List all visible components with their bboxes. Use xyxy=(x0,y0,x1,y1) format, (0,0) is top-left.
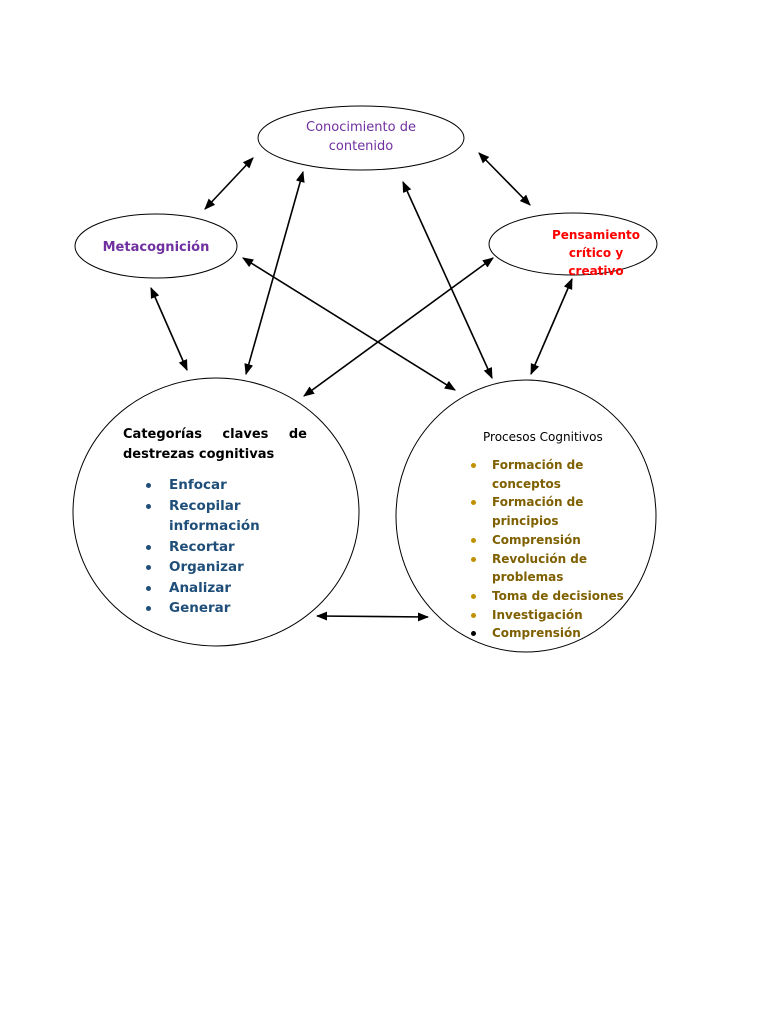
arrow-categorias-procesos xyxy=(315,611,430,622)
list-item: Comprensión xyxy=(466,531,646,550)
metacognicion-ellipse xyxy=(74,213,238,279)
list-item: Analizar xyxy=(123,578,307,599)
list-item: Formación de conceptos xyxy=(466,456,646,493)
categorias-circle xyxy=(72,377,360,647)
arrow-metacognicion-procesos xyxy=(242,257,456,391)
list-item: Recopilar información xyxy=(123,496,307,537)
arrow-conocimiento-pensamiento xyxy=(478,152,531,206)
categorias-list: Enfocar Recopilar información Recortar O… xyxy=(123,475,307,619)
arrow-pensamiento-procesos xyxy=(530,277,573,376)
conocimiento-label: Conocimiento de contenido xyxy=(306,120,416,154)
list-item: Toma de decisiones xyxy=(466,587,646,606)
categorias-heading: Categorías claves de destrezas cognitiva… xyxy=(123,427,307,462)
arrow-conocimiento-categorias xyxy=(244,170,305,376)
list-item: Investigación xyxy=(466,606,646,625)
list-item: Enfocar xyxy=(123,475,307,496)
procesos-heading: Procesos Cognitivos xyxy=(483,430,603,444)
pensamiento-label: Pensamiento crítico y creativo xyxy=(552,228,640,278)
procesos-box: Procesos Cognitivos Formación de concept… xyxy=(466,427,646,643)
arrow-conocimiento-procesos xyxy=(402,180,493,380)
arrow-pensamiento-categorias xyxy=(303,257,494,397)
conocimiento-ellipse xyxy=(257,105,465,171)
list-item: Revolución de problemas xyxy=(466,550,588,587)
list-item: Generar xyxy=(123,598,307,619)
arrow-metacognicion-categorias xyxy=(150,286,188,372)
list-item: Comprensión xyxy=(466,624,646,643)
arrow-conocimiento-metacognicion xyxy=(204,157,254,210)
list-item: Formación de principios xyxy=(466,493,646,530)
metacognicion-label: Metacognición xyxy=(102,240,210,255)
list-item: Organizar xyxy=(123,557,307,578)
categorias-box: Categorías claves de destrezas cognitiva… xyxy=(123,425,307,619)
list-item: Recortar xyxy=(123,537,307,558)
procesos-circle xyxy=(395,379,657,653)
procesos-list: Formación de conceptos Formación de prin… xyxy=(466,456,646,643)
